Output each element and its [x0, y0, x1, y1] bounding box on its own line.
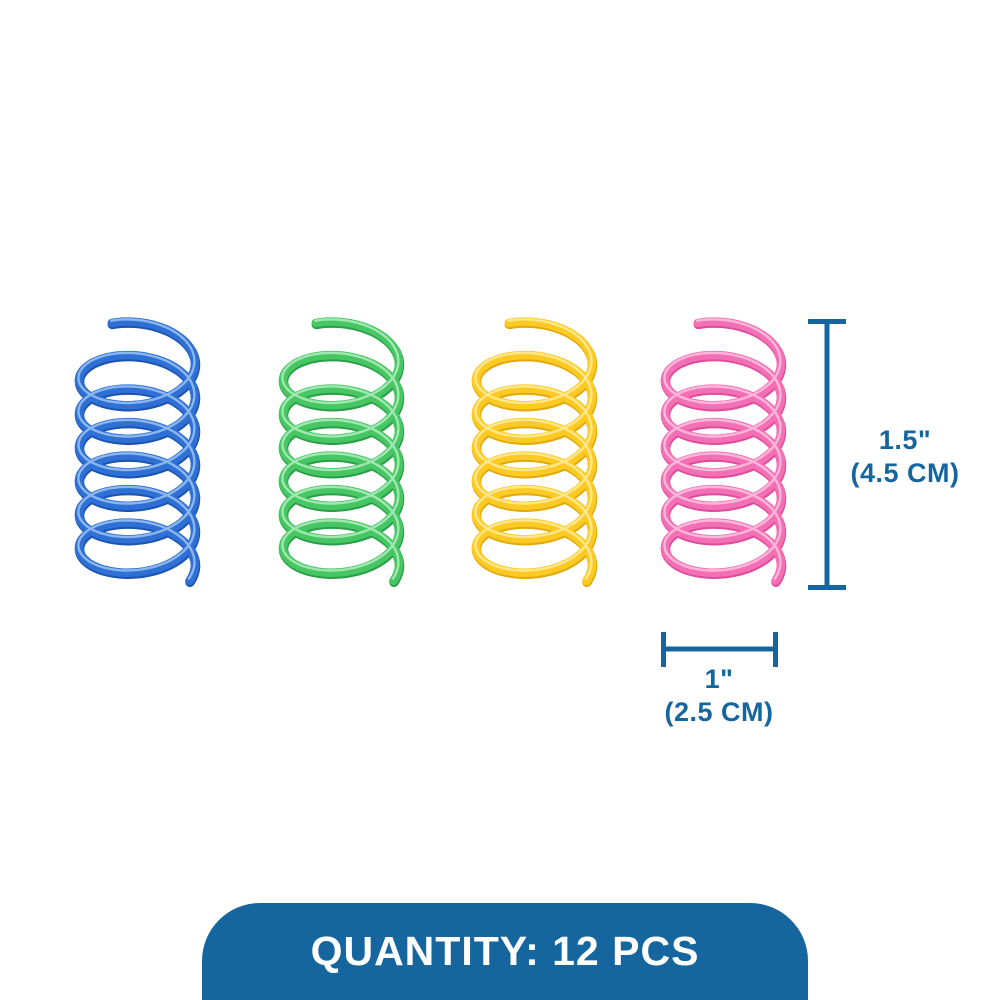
height-dimension-line — [808, 319, 846, 590]
quantity-banner-label: QUANTITY: 12 PCS — [310, 928, 700, 974]
width-dimension-inches: 1" — [704, 664, 734, 694]
quantity-banner: QUANTITY: 12 PCS — [202, 903, 808, 1000]
height-dimension-inches: 1.5" — [878, 425, 932, 455]
spring-green — [278, 317, 405, 588]
width-dimension-label: 1" (2.5 CM) — [629, 663, 809, 729]
spring-yellow — [471, 317, 598, 588]
spring-pink — [660, 317, 787, 588]
width-dimension-line — [661, 632, 778, 667]
spring-blue — [74, 317, 201, 588]
height-dimension-label: 1.5" (4.5 CM) — [820, 424, 990, 490]
height-dimension-cm: (4.5 CM) — [850, 458, 960, 488]
width-dimension-cm: (2.5 CM) — [664, 697, 774, 727]
